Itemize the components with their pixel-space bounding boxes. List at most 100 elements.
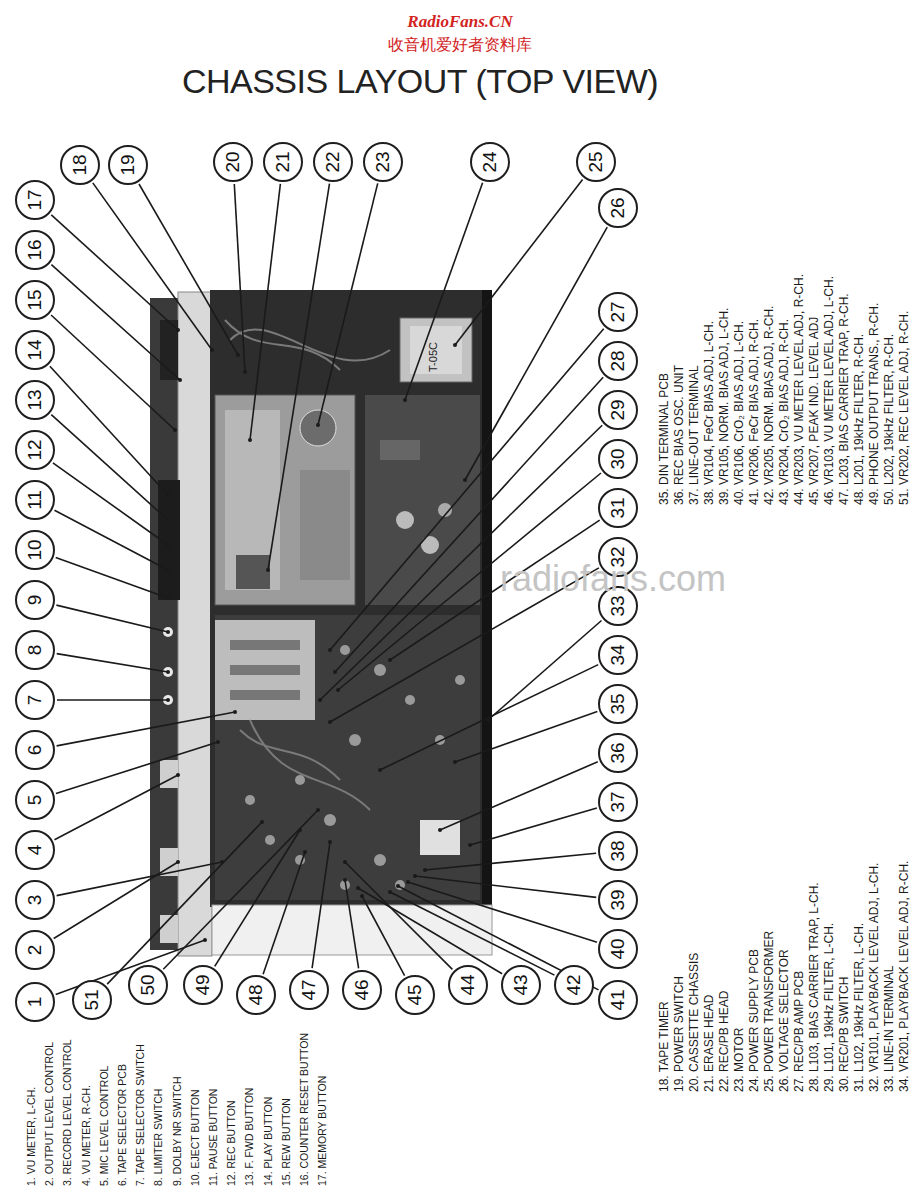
legend-entry: 42. VR205, NORM. BIAS ADJ, R-CH. [763,306,775,505]
callout-text: 35 [607,693,629,714]
callout-number: 4 [15,830,55,870]
leader-dot [216,740,220,744]
leader-dot [388,658,392,662]
leader-dot [423,868,427,872]
callout-text: 42 [563,974,585,995]
callout-text: 13 [24,389,46,410]
leader-dot [403,398,407,402]
motor [300,410,336,446]
leader-dot [453,343,457,347]
callout-number: 25 [576,142,616,182]
leader-dot [166,493,170,497]
leader-line [56,558,168,599]
callout-number: 15 [15,280,55,320]
legend-entry: 25. POWER TRANSFORMER [763,931,775,1092]
power-supply-pcb [365,395,480,605]
callout-number: 47 [289,970,329,1010]
legend-entry: 29. L101, 19kHz FILTER, L-CH. [823,923,835,1092]
callout-number: 46 [342,970,382,1010]
leader-dot [166,670,170,674]
legend-entry: 12. REC BUTTON [226,1100,237,1186]
callout-number: 2 [15,930,55,970]
leader-dot [166,630,170,634]
callout-text: 28 [607,350,629,371]
leader-dot [396,884,400,888]
callout-text: 51 [81,989,103,1010]
legend-entry: 8. LIMITER SWITCH [153,1089,164,1186]
switch-bar [230,640,300,650]
leader-line [455,179,583,345]
callout-number: 9 [15,580,55,620]
leader-line [215,830,300,966]
callout-text: 16 [24,239,46,260]
legend-entry: 22. REC/PB HEAD [718,991,730,1092]
legend-entry: 33. LINE-IN TERMINAL [883,966,895,1092]
legend-entry: 39. VR105, NORM. BIAS ADJ, L-CH. [718,308,730,505]
callout-number: 13 [15,380,55,420]
leader-dot [166,698,170,702]
leader-dot [388,890,392,894]
callout-text: 49 [192,974,214,995]
leader-dot [378,768,382,772]
leader-dot [178,378,182,382]
leader-dot [468,843,472,847]
leader-dot [166,543,170,547]
leader-dot [438,828,442,832]
leader-line [57,712,235,746]
legend-entry: 32. VR101, PLAYBACK LEVEL ADJ, L-CH. [868,863,880,1092]
callout-text: 4 [24,845,46,856]
part-marking: T-05C [428,342,439,372]
callout-text: 9 [24,595,46,606]
callout-text: 40 [607,938,629,959]
legend-entry: 30. REC/PB SWITCH [838,977,850,1092]
callout-number: 28 [598,341,638,381]
legend-entry: 10. EJECT BUTTON [190,1090,201,1186]
legend-entry: 14. PLAY BUTTON [263,1097,274,1186]
legend-entry: 41. VR206, FeCr BIAS ADJ, R-CH. [748,319,760,505]
leader-line [263,852,305,974]
legend-entry: 13. F. FWD BUTTON [244,1088,255,1186]
callout-text: 27 [607,301,629,322]
switch-bar [230,665,300,675]
leader-line [455,711,597,762]
callout-text: 15 [24,289,46,310]
callout-text: 45 [404,984,426,1005]
legend-entry: 18. TAPE TIMER [658,1001,670,1092]
leader-line [425,853,596,870]
legend-entry: 21. ERASE HEAD [703,995,715,1092]
watermark: 收音机爱好者资料库 [0,35,920,56]
callout-text: 48 [245,984,267,1005]
leader-dot [356,886,360,890]
callout-number: 51 [72,980,112,1020]
leader-dot [453,760,457,764]
cassette-chassis [215,395,355,605]
callout-text: 38 [607,840,629,861]
leader-dot [243,370,247,374]
callout-text: 12 [24,439,46,460]
leader-dot [233,710,237,714]
leader-line [54,862,178,939]
leader-line [51,265,180,380]
leader-dot [318,698,322,702]
callout-text: 29 [607,399,629,420]
callout-number: 30 [598,439,638,479]
callout-text: 39 [607,889,629,910]
leader-line [51,215,178,330]
callout-number: 22 [313,142,353,182]
callout-number: 41 [598,980,638,1020]
callout-text: 21 [272,151,294,172]
leader-line [345,862,452,969]
callout-number: 14 [15,330,55,370]
legend-entry: 31. L102, 19kHz FILTER, L-CH. [853,923,865,1092]
leader-line [312,842,330,968]
leader-line [345,880,359,968]
callout-text: 5 [24,795,46,806]
callout-text: 44 [457,974,479,995]
legend-entry: 6. TAPE SELECTOR PCB [117,1064,128,1186]
legend-entry: 40. VR106, CrO₂ BIAS ADJ, L-CH. [733,321,745,505]
callout-number: 3 [15,880,55,920]
bias-osc-unit [420,820,460,855]
leader-dot [203,938,207,942]
callout-text: 22 [322,151,344,172]
capacitor [421,536,439,554]
